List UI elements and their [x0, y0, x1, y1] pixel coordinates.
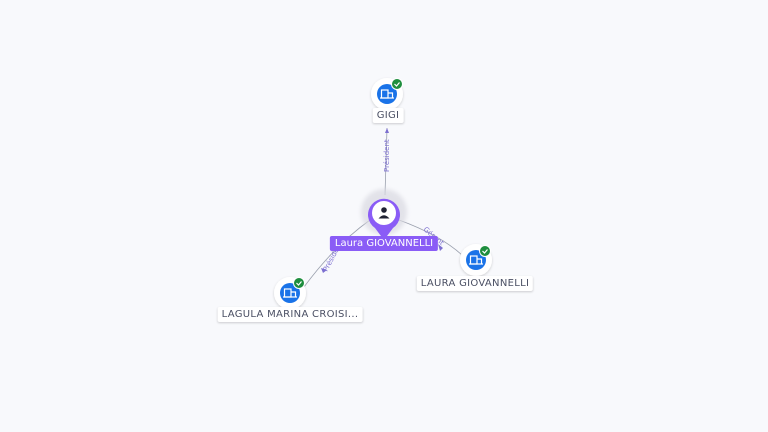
- company-icon: [380, 89, 394, 99]
- node-gigi[interactable]: [371, 78, 403, 110]
- node-laura-co[interactable]: [460, 244, 492, 276]
- verified-badge: [293, 277, 305, 289]
- node-label-lagula[interactable]: LAGULA MARINA CROISI...: [217, 307, 363, 322]
- verified-badge: [479, 245, 491, 257]
- company-icon: [283, 288, 297, 298]
- check-icon: [296, 281, 302, 286]
- edge-arrow-gigi: [385, 128, 389, 133]
- edge-gigi: [384, 127, 388, 196]
- edge-arrow-lagula: [321, 268, 327, 273]
- edge-arrow-laura-co: [438, 244, 443, 251]
- company-icon: [469, 255, 483, 265]
- check-icon: [482, 249, 488, 254]
- check-icon: [394, 82, 400, 87]
- node-lagula[interactable]: [274, 277, 306, 309]
- center-node[interactable]: [361, 189, 407, 240]
- center-node-label[interactable]: Laura GIOVANNELLI: [329, 236, 439, 251]
- node-label-gigi[interactable]: GIGI: [372, 108, 404, 123]
- edge-label-gigi: Président: [383, 139, 391, 172]
- verified-badge: [391, 78, 403, 90]
- person-icon: [378, 207, 390, 219]
- node-label-laura-co[interactable]: LAURA GIOVANNELLI: [416, 276, 534, 291]
